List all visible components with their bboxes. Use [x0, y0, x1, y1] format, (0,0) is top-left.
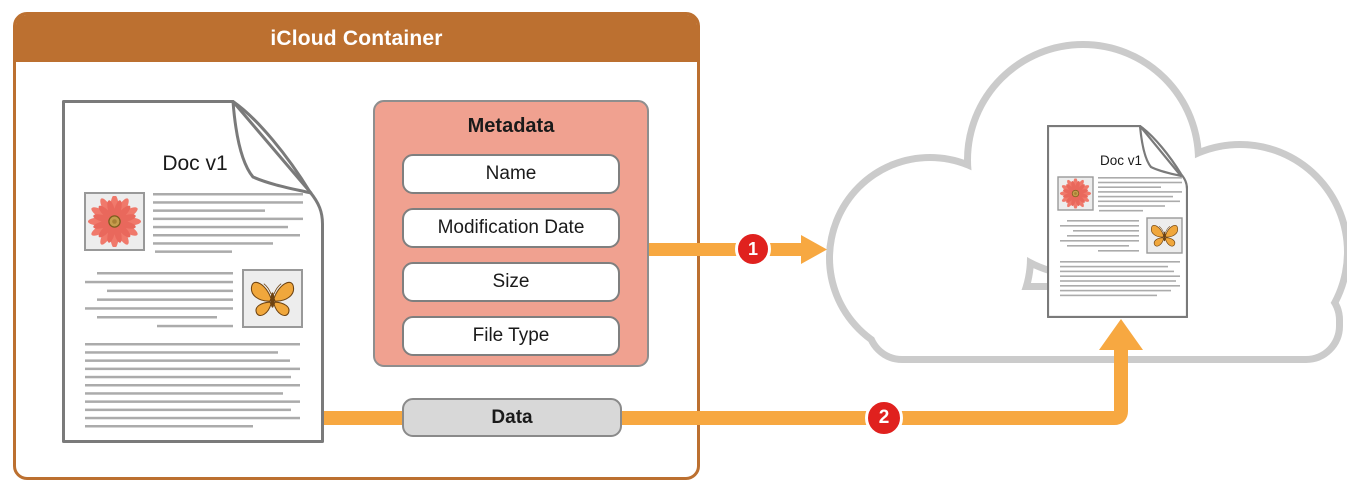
data-pill-label: Data — [491, 406, 533, 428]
metadata-field-list: Name Modification Date Size File Type — [402, 154, 620, 356]
step-1-badge: 1 — [735, 231, 771, 267]
metadata-field-file-type: File Type — [402, 316, 620, 356]
document-title: Doc v1 — [162, 152, 227, 175]
step-1-number: 1 — [747, 238, 758, 259]
icloud-container-header: iCloud Container — [16, 15, 697, 62]
step-2-badge: 2 — [865, 399, 903, 437]
cloud-document-doc-v1: Doc v1 — [1047, 125, 1188, 318]
icloud-container-label: iCloud Container — [270, 26, 443, 50]
metadata-field-name: Name — [402, 154, 620, 194]
data-pill: Data — [402, 398, 622, 437]
step-2-number: 2 — [878, 407, 890, 428]
document-doc-v1: Doc v1 — [62, 100, 324, 443]
metadata-panel: Metadata Name Modification Date Size Fil… — [373, 100, 649, 367]
metadata-field-modification-date: Modification Date — [402, 208, 620, 248]
metadata-title: Metadata — [467, 115, 555, 137]
document-folded-corner — [231, 100, 313, 195]
document-text-lines — [85, 193, 303, 428]
cloud-document-title: Doc v1 — [1100, 153, 1142, 168]
metadata-field-size: Size — [402, 262, 620, 302]
